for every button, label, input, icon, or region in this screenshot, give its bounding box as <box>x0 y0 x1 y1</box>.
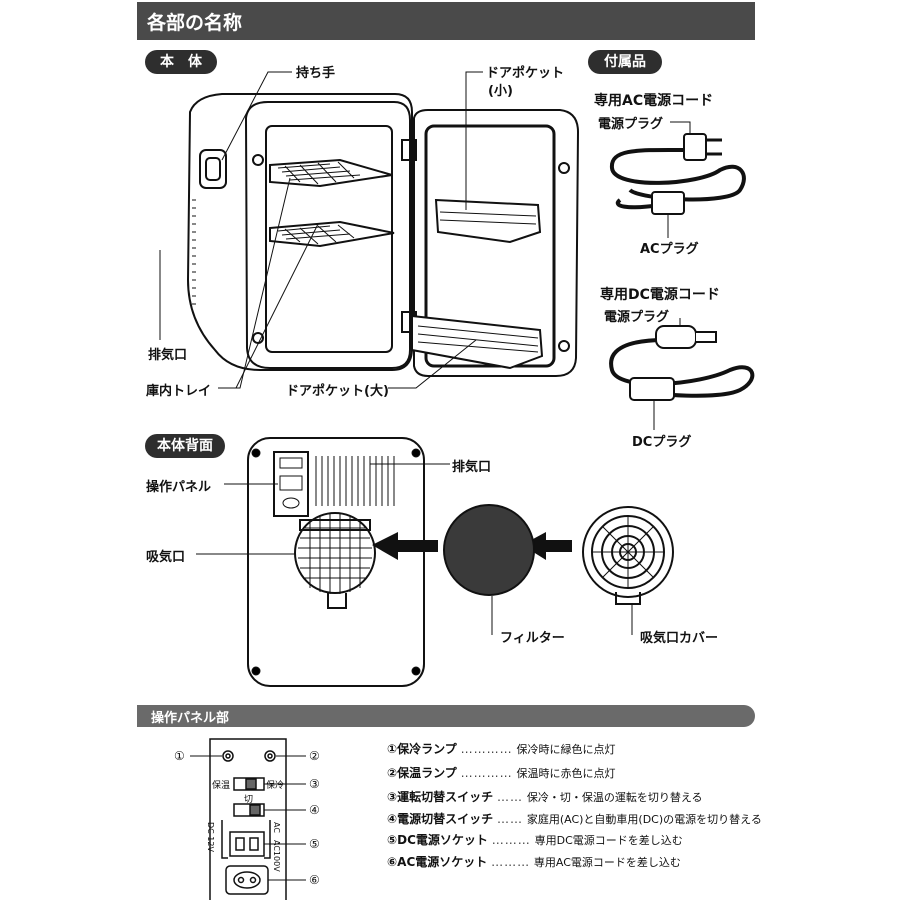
switch-label-cool: 保冷 <box>266 781 285 791</box>
panel-item-desc: 保冷時に緑色に点灯 <box>516 743 616 756</box>
accessories-tag: 付属品 <box>588 50 662 74</box>
panel-item-dots: ……… <box>491 833 531 847</box>
ac-cord-plug-label: 電源プラグ <box>598 117 664 132</box>
label-exhaust: 排気口 <box>148 348 188 363</box>
back-label-intake-cover: 吸気口カバー <box>640 631 719 646</box>
panel-item-name: ③運転切替スイッチ <box>387 790 494 804</box>
panel-item-name: ①保冷ランプ <box>387 742 457 756</box>
back-label-control-panel: 操作パネル <box>146 480 212 495</box>
panel-item-name: ④電源切替スイッチ <box>387 812 494 826</box>
label-tray: 庫内トレイ <box>146 384 212 399</box>
filter-drawing <box>443 504 535 596</box>
panel-section-bar: 操作パネル部 <box>137 705 755 727</box>
panel-item-dots: …… <box>497 790 523 804</box>
panel-item-desc: 専用AC電源コードを差し込む <box>533 856 681 869</box>
label-door-pocket-large: ドアポケット(大) <box>286 384 389 399</box>
panel-item-row: ①保冷ランプ ………… 保冷時に緑色に点灯 <box>387 740 615 757</box>
callout-6: ⑥ <box>309 873 320 887</box>
back-label-exhaust: 排気口 <box>452 460 492 475</box>
label-handle: 持ち手 <box>296 66 336 81</box>
panel-item-dots: ……… <box>491 855 531 869</box>
dc-cord-title: 専用DC電源コード <box>600 287 720 303</box>
switch-label-ac: AC <box>272 822 281 833</box>
switch-label-warm: 保温 <box>212 781 231 791</box>
panel-section-title: 操作パネル部 <box>151 711 230 726</box>
callout-5: ⑤ <box>309 837 320 851</box>
panel-item-name: ⑤DC電源ソケット <box>387 833 488 847</box>
back-label-filter: フィルター <box>500 631 565 646</box>
panel-item-name: ⑥AC電源ソケット <box>387 855 488 869</box>
dc-cord-drawing <box>609 338 755 398</box>
callout-3: ③ <box>309 777 320 791</box>
back-view-drawing <box>247 437 425 687</box>
dc-cord-plug-label: 電源プラグ <box>604 310 670 325</box>
switch-label-off: 切 <box>244 795 254 805</box>
ac-cord-title: 専用AC電源コード <box>594 93 714 109</box>
panel-item-desc: 家庭用(AC)と自動車用(DC)の電源を切り替える <box>526 813 762 826</box>
label-door-pocket-small: ドアポケット <box>486 66 565 81</box>
label-door-pocket-small-sub: (小) <box>488 84 513 99</box>
switch-label-dc: DC 12V <box>206 822 215 852</box>
panel-item-desc: 保温時に赤色に点灯 <box>516 767 616 780</box>
panel-item-dots: ………… <box>460 766 513 780</box>
switch-label-ac100: AC100V <box>272 840 281 872</box>
main-body-tag: 本 体 <box>145 50 217 74</box>
panel-item-row: ⑤DC電源ソケット ……… 専用DC電源コードを差し込む <box>387 831 683 848</box>
back-label-intake: 吸気口 <box>146 550 186 565</box>
panel-item-desc: 専用DC電源コードを差し込む <box>534 834 683 847</box>
back-tag: 本体背面 <box>145 434 225 458</box>
ac-plug-label: ACプラグ <box>640 242 699 257</box>
callout-4: ④ <box>309 803 320 817</box>
panel-item-row: ③運転切替スイッチ …… 保冷・切・保温の運転を切り替える <box>387 788 703 805</box>
panel-item-dots: ………… <box>460 742 513 756</box>
section-title: 各部の名称 <box>147 12 243 34</box>
dc-plug-label: DCプラグ <box>632 435 692 450</box>
panel-item-name: ②保温ランプ <box>387 766 457 780</box>
callout-1: ① <box>174 749 185 763</box>
section-header: 各部の名称 <box>137 2 755 40</box>
fridge-body-drawing <box>186 93 580 377</box>
panel-item-row: ⑥AC電源ソケット ……… 専用AC電源コードを差し込む <box>387 853 681 870</box>
control-panel-drawing <box>209 738 287 900</box>
callout-2: ② <box>309 749 320 763</box>
panel-item-row: ②保温ランプ ………… 保温時に赤色に点灯 <box>387 764 615 781</box>
panel-item-desc: 保冷・切・保温の運転を切り替える <box>526 791 703 804</box>
panel-item-row: ④電源切替スイッチ …… 家庭用(AC)と自動車用(DC)の電源を切り替える <box>387 810 762 827</box>
panel-item-dots: …… <box>497 812 523 826</box>
